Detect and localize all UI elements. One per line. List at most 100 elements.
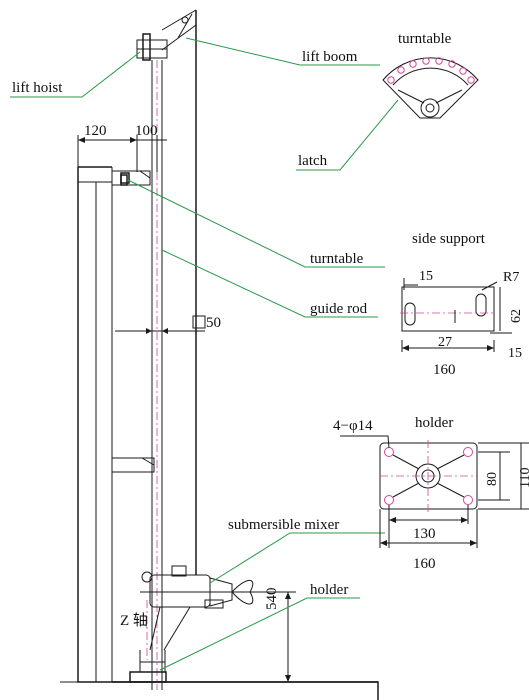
wall-structure: [60, 166, 379, 700]
label-latch: latch: [298, 153, 328, 169]
holder-hole-br: [463, 495, 473, 505]
dim-holes-text: 4−φ14: [333, 418, 373, 434]
label-side-support: side support: [412, 231, 486, 247]
holder-rib-tl: [392, 454, 420, 470]
label-guide-rod: guide rod: [310, 301, 368, 317]
dim-50-arrow-right: [162, 328, 168, 334]
holder-160-arrow-left: [380, 540, 387, 546]
upper-bracket-brace: [139, 170, 151, 179]
holder-rib-bl: [392, 482, 420, 498]
label-holder-top: holder: [415, 415, 453, 431]
turntable-hole-2: [397, 66, 405, 74]
dim-120-arrow-right: [130, 137, 137, 143]
leader-submersible-mixer: [209, 532, 385, 584]
side-support-plate: [401, 286, 495, 332]
turntable-spoke-right: [435, 89, 463, 104]
mixer-motor-body: [149, 574, 211, 608]
leader-guide-rod: [161, 249, 378, 318]
label-submersible-mixer: submersible mixer: [228, 517, 339, 533]
mixer-handle: [171, 565, 187, 577]
upper-bracket-plate: [111, 170, 151, 186]
middle-bracket-plate: [111, 457, 155, 473]
leader-latch: [296, 99, 399, 171]
side-support-slot-right: [475, 293, 487, 317]
turntable-hole-4: [422, 57, 430, 65]
dim-100-text: 100: [135, 123, 158, 139]
turntable-hub-hole: [425, 103, 435, 113]
dim-160b-text: 160: [413, 556, 436, 572]
turntable-detail: [382, 57, 479, 119]
leader-turntable-mid: [127, 179, 385, 268]
lift-hoist-drawing: [136, 33, 168, 61]
holder-130-arrow-right: [461, 517, 468, 523]
leader-holder-bottom: [159, 597, 360, 671]
upper-bracket: [111, 170, 151, 186]
ss-r7-leader: [481, 281, 498, 291]
holder-130-arrow-left: [389, 517, 396, 523]
holder-hole-bl: [384, 495, 394, 505]
bottom-holder-drawing: [129, 650, 167, 683]
dim-130-text: 130: [413, 526, 436, 542]
mixer-clip: [204, 599, 224, 609]
label-lift-boom: lift boom: [302, 49, 358, 65]
side-support-detail: [400, 278, 512, 352]
turntable-clamp: [120, 174, 128, 186]
holder-detail: [340, 435, 529, 548]
section-square-symbol: [192, 315, 206, 329]
turntable-hole-5: [435, 57, 443, 65]
label-lift-hoist: lift hoist: [12, 80, 63, 96]
ss-160-arrow-left: [402, 345, 409, 351]
dim-540-arrow-bottom: [285, 675, 291, 682]
turntable-hole-8: [467, 76, 475, 84]
mixer-strut-left: [149, 606, 161, 651]
dim-50-text: 50: [206, 315, 221, 331]
holder-160-arrow-right: [470, 540, 477, 546]
dim-27-text: 27: [438, 335, 452, 350]
guide-rod: [151, 60, 163, 690]
dim-50-arrow-left: [146, 328, 152, 334]
boom-arm-top: [161, 9, 197, 31]
leader-lift-hoist: [10, 51, 141, 98]
turntable-hole-3: [409, 60, 417, 68]
dim-540-text: 540: [264, 588, 280, 611]
holder-hole-tl: [384, 447, 394, 457]
dim-110-text: 110: [518, 468, 529, 488]
label-holder-bottom: holder: [310, 582, 348, 598]
dim-15a-text: 15: [419, 269, 433, 284]
turntable-hole-6: [448, 60, 456, 68]
dim-160a-text: 160: [433, 362, 456, 378]
dim-15b-text: 15: [508, 346, 522, 361]
turntable-spoke-left: [397, 89, 425, 104]
holder-hole-leader: [340, 435, 390, 449]
dim-120-arrow-left: [78, 137, 85, 143]
dim-540-arrow-top: [285, 592, 291, 599]
dim-r7-text: R7: [503, 270, 519, 285]
holder-base-plate: [129, 671, 167, 683]
turntable-inner-arc: [392, 67, 469, 86]
boom-pulley: [181, 16, 189, 24]
mixer-strut-right: [163, 606, 191, 651]
leader-lift-boom: [185, 37, 301, 66]
boom-arm-bottom: [161, 24, 197, 51]
holder-rib-tr: [436, 454, 465, 470]
ss-160-arrow-right: [487, 345, 494, 351]
lift-boom: [161, 9, 197, 575]
leaders: [10, 37, 399, 671]
mixer-gearbox: [209, 577, 233, 607]
boom-arm-brace: [177, 13, 193, 39]
hoist-drum: [142, 33, 151, 61]
label-turntable-top: turntable: [398, 31, 452, 47]
label-turntable-mid: turntable: [310, 251, 364, 267]
turntable-fan-outline: [382, 57, 479, 119]
turntable-hole-7: [459, 67, 467, 75]
label-z-axis: Z 轴: [120, 612, 148, 629]
dim-120-text: 120: [84, 123, 107, 139]
dim-80-text: 80: [485, 472, 500, 486]
turntable-clamp-block: [120, 174, 128, 186]
mixer-cable-ring: [141, 571, 153, 583]
turntable-hole-1: [387, 76, 395, 84]
holder-rib-br: [436, 482, 465, 498]
holder-hole-tr: [463, 447, 473, 457]
